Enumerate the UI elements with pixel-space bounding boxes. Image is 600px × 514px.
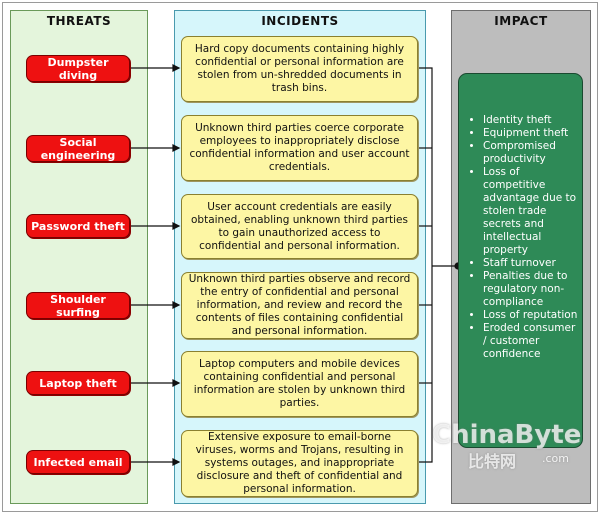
incident-password-theft: User account credentials are easily obta… xyxy=(181,194,418,259)
impact-list: Identity theft Equipment theft Compromis… xyxy=(467,114,578,361)
threats-column: THREATS xyxy=(10,10,148,504)
threat-social-engineering: Social engineering xyxy=(26,135,130,162)
impact-item: Eroded consumer / customer confidence xyxy=(483,322,578,361)
watermark-sub: 比特网 xyxy=(468,452,517,471)
impact-item: Staff turnover xyxy=(483,257,578,270)
arrowhead-threat-3 xyxy=(172,222,181,230)
threat-password-theft: Password theft xyxy=(26,214,130,238)
chinabyte-watermark: ChinaByte 比特网 .com xyxy=(432,420,592,471)
impact-item: Identity theft xyxy=(483,114,578,127)
watermark-main: ChinaByte xyxy=(432,420,582,450)
impact-item: Equipment theft xyxy=(483,127,578,140)
arrowhead-threat-1 xyxy=(172,64,181,72)
incident-bus xyxy=(418,67,433,463)
incident-social-engineering: Unknown third parties coerce corporate e… xyxy=(181,115,418,181)
impact-item: Loss of competitive advantage due to sto… xyxy=(483,166,578,257)
incident-laptop-theft: Laptop computers and mobile devices cont… xyxy=(181,351,418,417)
threat-infected-email: Infected email xyxy=(26,450,130,474)
threats-column-title: THREATS xyxy=(46,14,112,28)
incident-shoulder-surfing: Unknown third parties observe and record… xyxy=(181,272,418,339)
threat-shoulder-surfing: Shoulder surfing xyxy=(26,292,130,319)
threat-laptop-theft: Laptop theft xyxy=(26,371,130,395)
arrowhead-threat-2 xyxy=(172,144,181,152)
impact-item: Loss of reputation xyxy=(483,309,578,322)
threat-dumpster-diving: Dumpster diving xyxy=(26,55,130,82)
incident-dumpster-diving: Hard copy documents containing highly co… xyxy=(181,36,418,102)
incident-infected-email: Extensive exposure to email-borne viruse… xyxy=(181,430,418,497)
impact-column-title: IMPACT xyxy=(494,14,548,28)
impact-item: Penalties due to regulatory non-complian… xyxy=(483,270,578,309)
arrowhead-threat-5 xyxy=(172,379,181,387)
impact-item: Compromised productivity xyxy=(483,140,578,166)
watermark-com: .com xyxy=(542,452,569,465)
arrowhead-threat-4 xyxy=(172,301,181,309)
incidents-column-title: INCIDENTS xyxy=(261,14,339,28)
arrowhead-threat-6 xyxy=(172,458,181,466)
impact-list-box: Identity theft Equipment theft Compromis… xyxy=(458,73,583,448)
